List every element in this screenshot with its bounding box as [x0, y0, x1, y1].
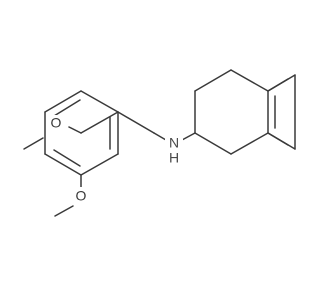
bond-ring-b-2	[194, 69, 232, 92]
oxygen-top-label: O	[51, 115, 62, 131]
bond-ring-c-6	[267, 132, 289, 146]
amine-hydrogen-label: H	[169, 150, 179, 166]
bond-o-top-ring	[68, 126, 82, 134]
bond-ring-a-1	[80, 111, 119, 134]
bond-methyl-o-top	[23, 137, 44, 150]
molecule-canvas: O O N H	[23, 69, 296, 217]
bond-ring-b-6	[194, 132, 232, 155]
bond-ring-a-3	[80, 153, 119, 176]
bond-layer	[23, 69, 296, 217]
molecular-structure: O O N H	[23, 69, 296, 217]
bond-ring-a-inner-3	[53, 149, 81, 167]
bond-o-bottom-methyl	[54, 205, 74, 217]
bond-ring-a-7	[80, 90, 119, 113]
bond-ring-b-5	[230, 132, 269, 155]
bond-ring-a-inner-1	[53, 99, 81, 117]
bond-ring-a-ch2	[117, 111, 155, 134]
oxygen-bottom-background	[72, 187, 90, 205]
oxygen-top-background	[47, 115, 65, 133]
oxygen-bottom-label: O	[76, 188, 87, 204]
bond-ring-c-5	[267, 78, 289, 92]
bond-ring-b-3	[230, 69, 269, 92]
amine-nitrogen-label: N	[169, 135, 179, 151]
amine-background	[165, 137, 183, 167]
atom-label-layer: O O N H	[47, 115, 183, 205]
bond-ring-a-6	[44, 90, 82, 113]
bond-n-tetralin	[181, 132, 196, 141]
bond-ring-a-4	[44, 153, 82, 176]
bond-ch2-n	[153, 132, 167, 141]
